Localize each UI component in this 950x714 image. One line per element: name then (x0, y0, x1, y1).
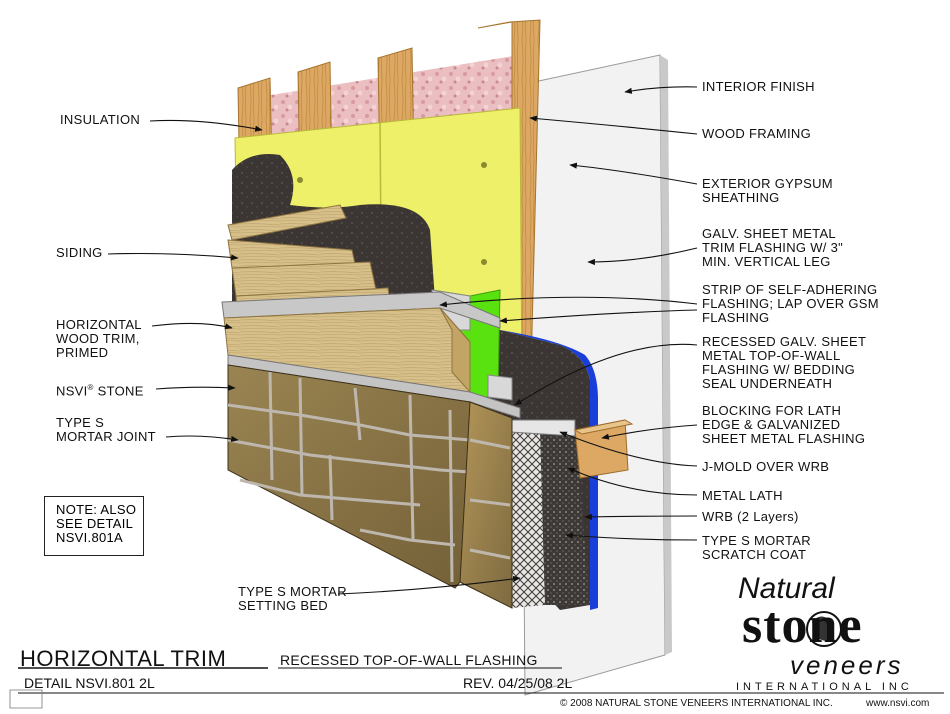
logo-natural: Natural (738, 572, 835, 605)
drawing-subtitle: RECESSED TOP-OF-WALL FLASHING (280, 652, 538, 668)
label-galv-trim-flashing: GALV. SHEET METAL TRIM FLASHING W/ 3" MI… (702, 226, 844, 269)
drawing-title: HORIZONTAL TRIM (20, 646, 227, 671)
label-exterior-gypsum-sheathing: EXTERIOR GYPSUM SHEATHING (702, 176, 833, 205)
revision-date: REV. 04/25/08 2L (463, 675, 573, 691)
website-text: www.nsvi.com (866, 698, 930, 709)
label-wood-framing: WOOD FRAMING (702, 126, 812, 141)
logo-globe-icon (806, 611, 842, 647)
label-insulation: INSULATION (60, 112, 141, 127)
label-blocking: BLOCKING FOR LATH EDGE & GALVANIZED SHEE… (702, 403, 866, 446)
copyright-text: © 2008 NATURAL STONE VENEERS INTERNATION… (560, 698, 833, 709)
label-horizontal-wood-trim: HORIZONTAL WOOD TRIM, PRIMED (56, 317, 142, 360)
label-siding: SIDING (56, 245, 103, 260)
logo-stone: stone (742, 597, 863, 654)
note-box: NOTE: ALSO SEE DETAIL NSVI.801A (44, 496, 144, 556)
label-wrb: WRB (2 Layers) (702, 509, 799, 524)
label-metal-lath: METAL LATH (702, 488, 783, 503)
label-setting-bed: TYPE S MORTAR SETTING BED (238, 584, 347, 613)
label-strip-flashing: STRIP OF SELF-ADHERING FLASHING; LAP OVE… (702, 282, 879, 325)
mortar-joints (227, 371, 471, 583)
label-type-s-mortar-joint: TYPE S MORTAR JOINT (56, 415, 156, 444)
label-interior-finish: INTERIOR FINISH (702, 79, 815, 94)
leader-lines (107, 86, 698, 595)
label-scratch-coat: TYPE S MORTAR SCRATCH COAT (702, 533, 811, 562)
logo-veneers: veneers (790, 650, 904, 680)
label-nsvi-stone: NSVI® STONE (56, 383, 144, 399)
label-recessed-flashing: RECESSED GALV. SHEET METAL TOP-OF-WALL F… (702, 334, 867, 391)
label-j-mold: J-MOLD OVER WRB (702, 459, 830, 474)
logo-international: INTERNATIONAL INC (736, 681, 913, 693)
detail-number: DETAIL NSVI.801 2L (24, 675, 155, 691)
